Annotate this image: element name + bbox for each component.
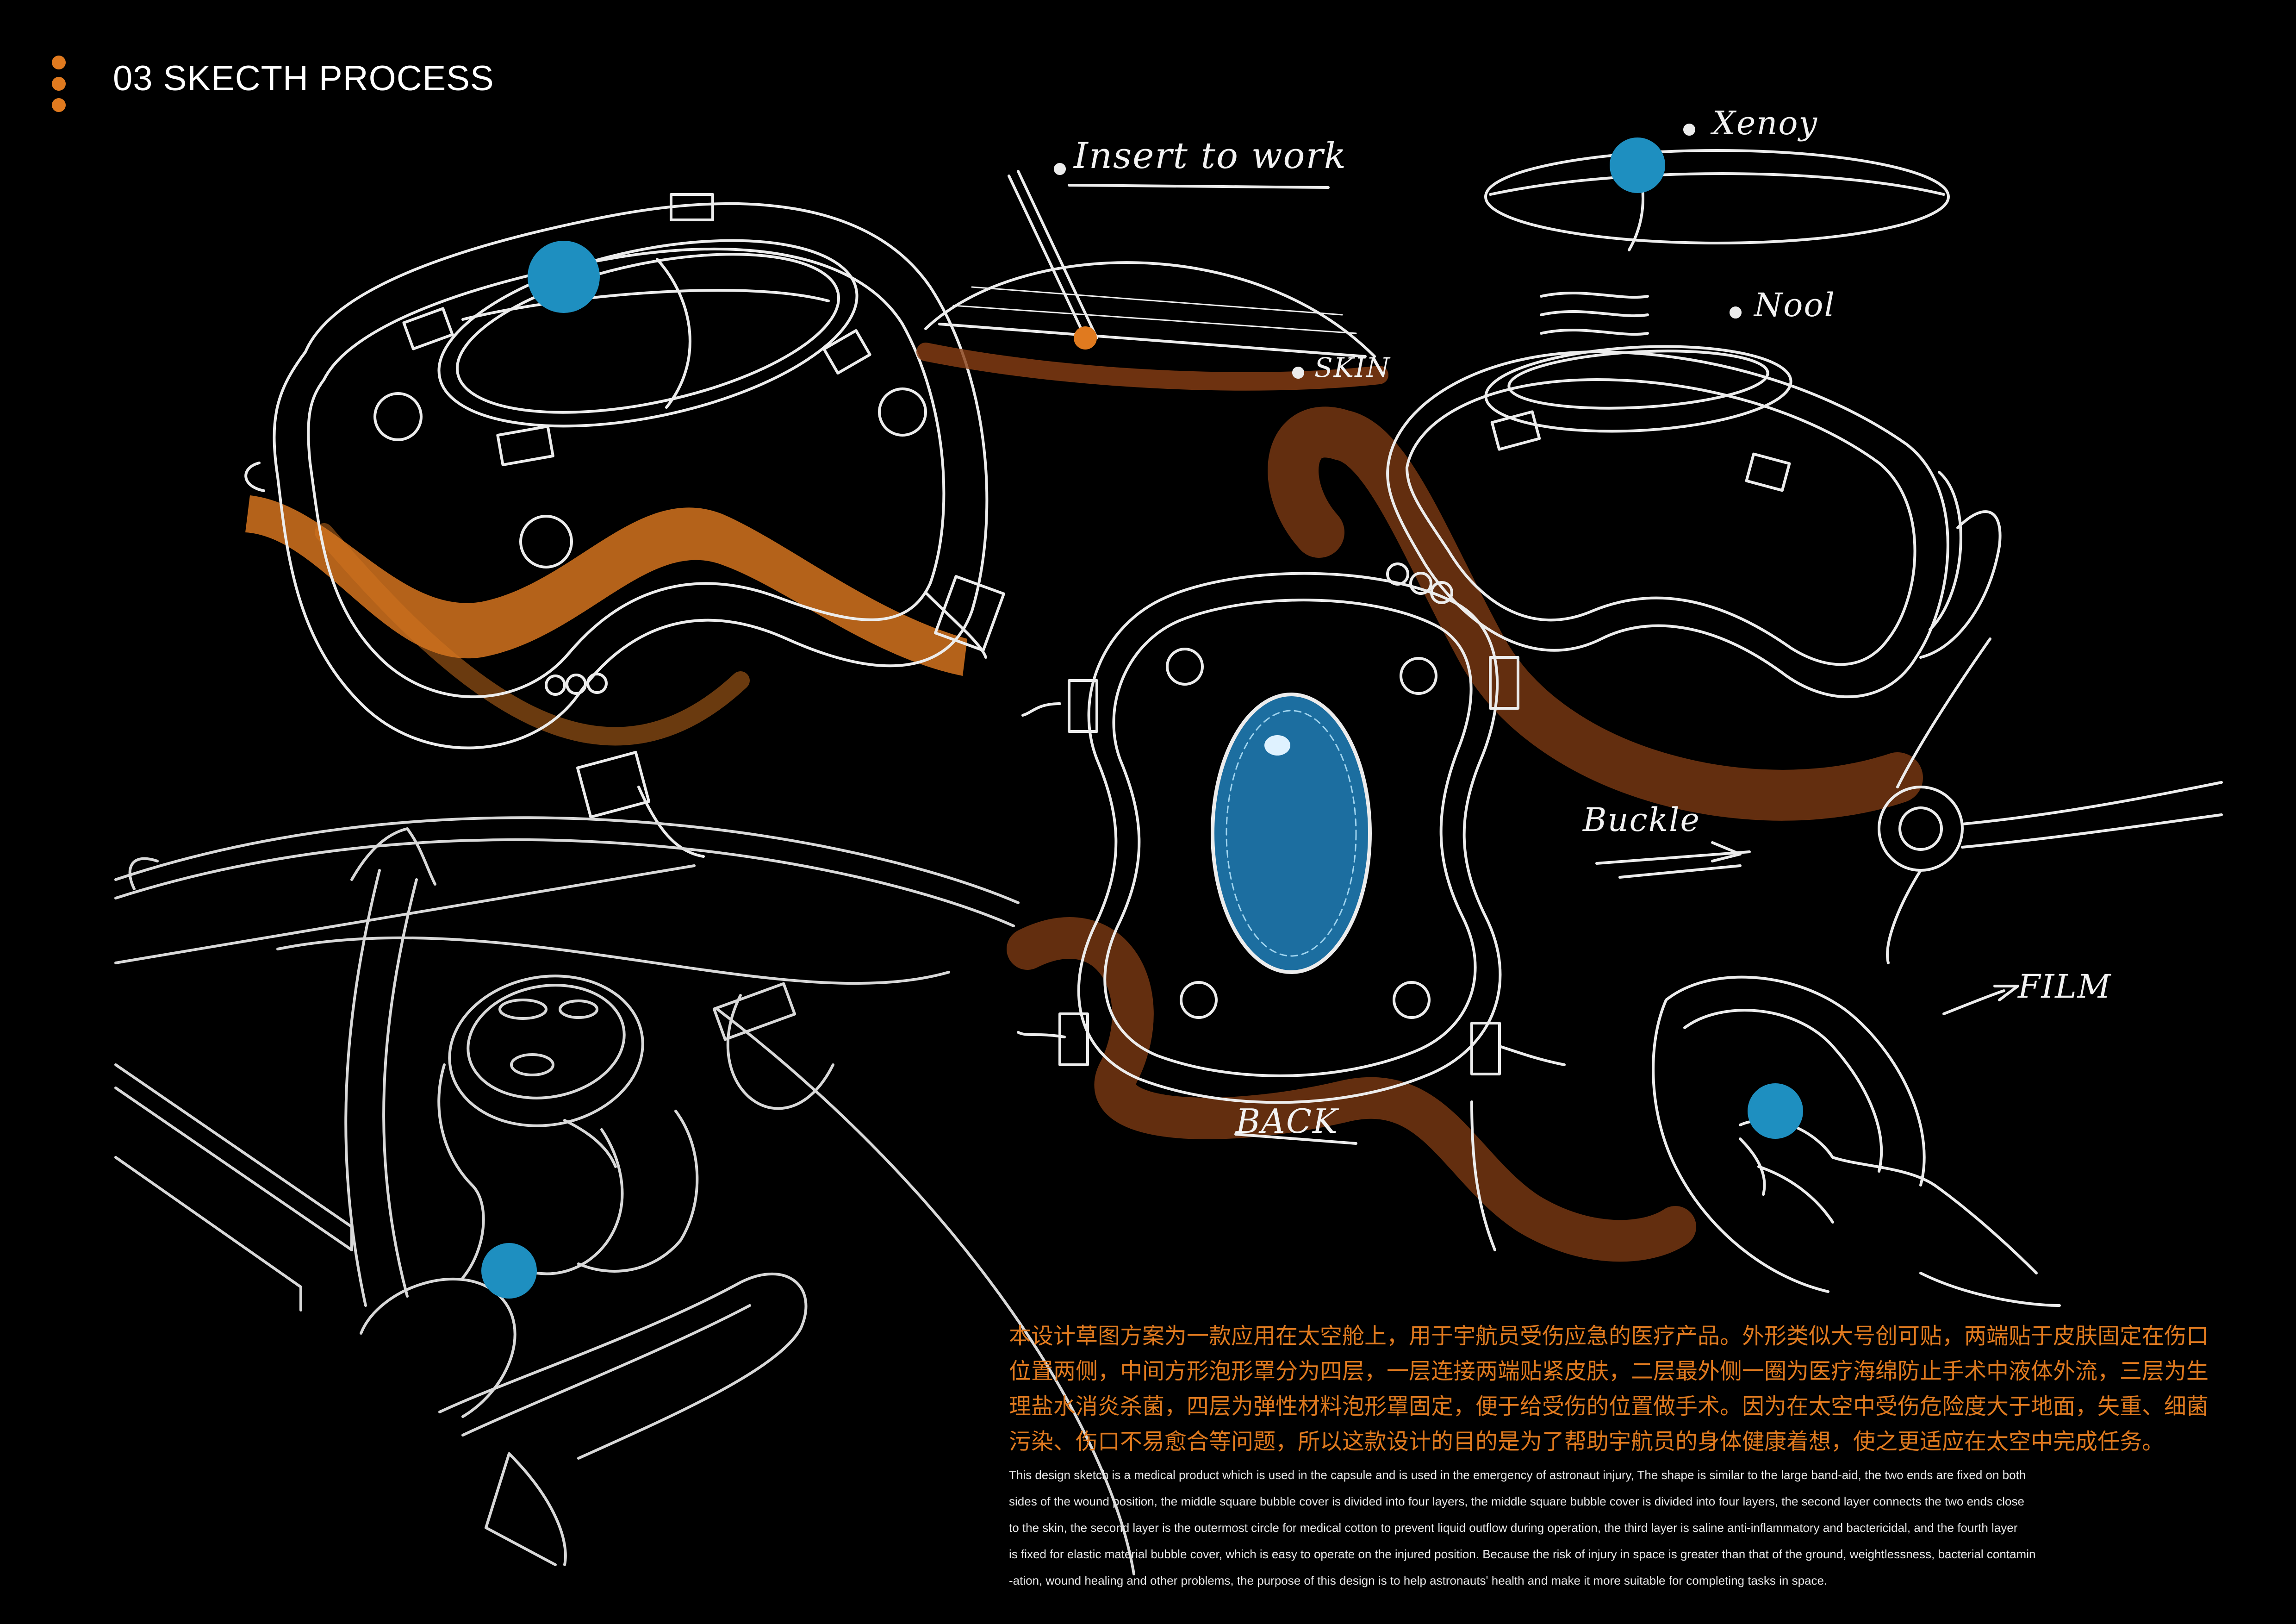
description-en-line: to the skin, the second layer is the out… <box>1009 1521 2018 1535</box>
description-en-line: sides of the wound position, the middle … <box>1009 1494 2024 1508</box>
exploded-layer-sketch <box>1484 124 1950 336</box>
accent-dots <box>52 56 70 119</box>
page-title: 03 SKECTH PROCESS <box>113 59 494 98</box>
annotation-xenoy: Xenoy <box>1712 104 1818 142</box>
hand-film-sketch <box>1652 975 2061 1307</box>
annotation-nool: Nool <box>1754 286 1836 324</box>
device-sketch-top-left <box>244 193 1005 858</box>
annotation-back: BACK <box>1236 1102 1338 1141</box>
description-cn-line: 理盐水消炎杀菌，四层为弹性材料泡形罩固定，便于给受伤的位置做手术。因为在太空中受… <box>1009 1393 2209 1419</box>
annotation-buckle: Buckle <box>1583 801 1700 839</box>
annotation-skin: SKIN <box>1314 352 1391 383</box>
description-en-line: is fixed for elastic material bubble cov… <box>1009 1547 2036 1561</box>
description-english: This design sketch is a medical product … <box>1009 1462 2221 1594</box>
description-en-line: This design sketch is a medical product … <box>1009 1468 2026 1482</box>
device-sketch-back <box>1007 572 1696 1262</box>
annotation-insert: Insert to work <box>1074 135 1347 177</box>
description-cn-line: 本设计草图方案为一款应用在太空舱上，用于宇航员受伤应急的医疗产品。外形类似大号创… <box>1009 1323 2209 1349</box>
description-en-line: -ation, wound healing and other problems… <box>1009 1574 1828 1587</box>
capsule-scene-sketch <box>114 816 1135 1575</box>
description-cn-line: 位置两侧，中间方形泡形罩分为四层，一层连接两端贴紧皮肤，二层最外侧一圈为医疗海绵… <box>1009 1358 2209 1384</box>
annotation-film: FILM <box>2018 968 2112 1006</box>
device-sketch-right <box>1268 345 2223 964</box>
description-chinese: 本设计草图方案为一款应用在太空舱上，用于宇航员受伤应急的医疗产品。外形类似大号创… <box>1009 1318 2217 1459</box>
skin-section-sketch <box>916 163 1388 391</box>
description-cn-line: 污染、伤口不易愈合等问题，所以这款设计的目的是为了帮助宇航员的身体健康着想，使之… <box>1009 1429 2165 1455</box>
marker-dots <box>481 137 1803 1299</box>
